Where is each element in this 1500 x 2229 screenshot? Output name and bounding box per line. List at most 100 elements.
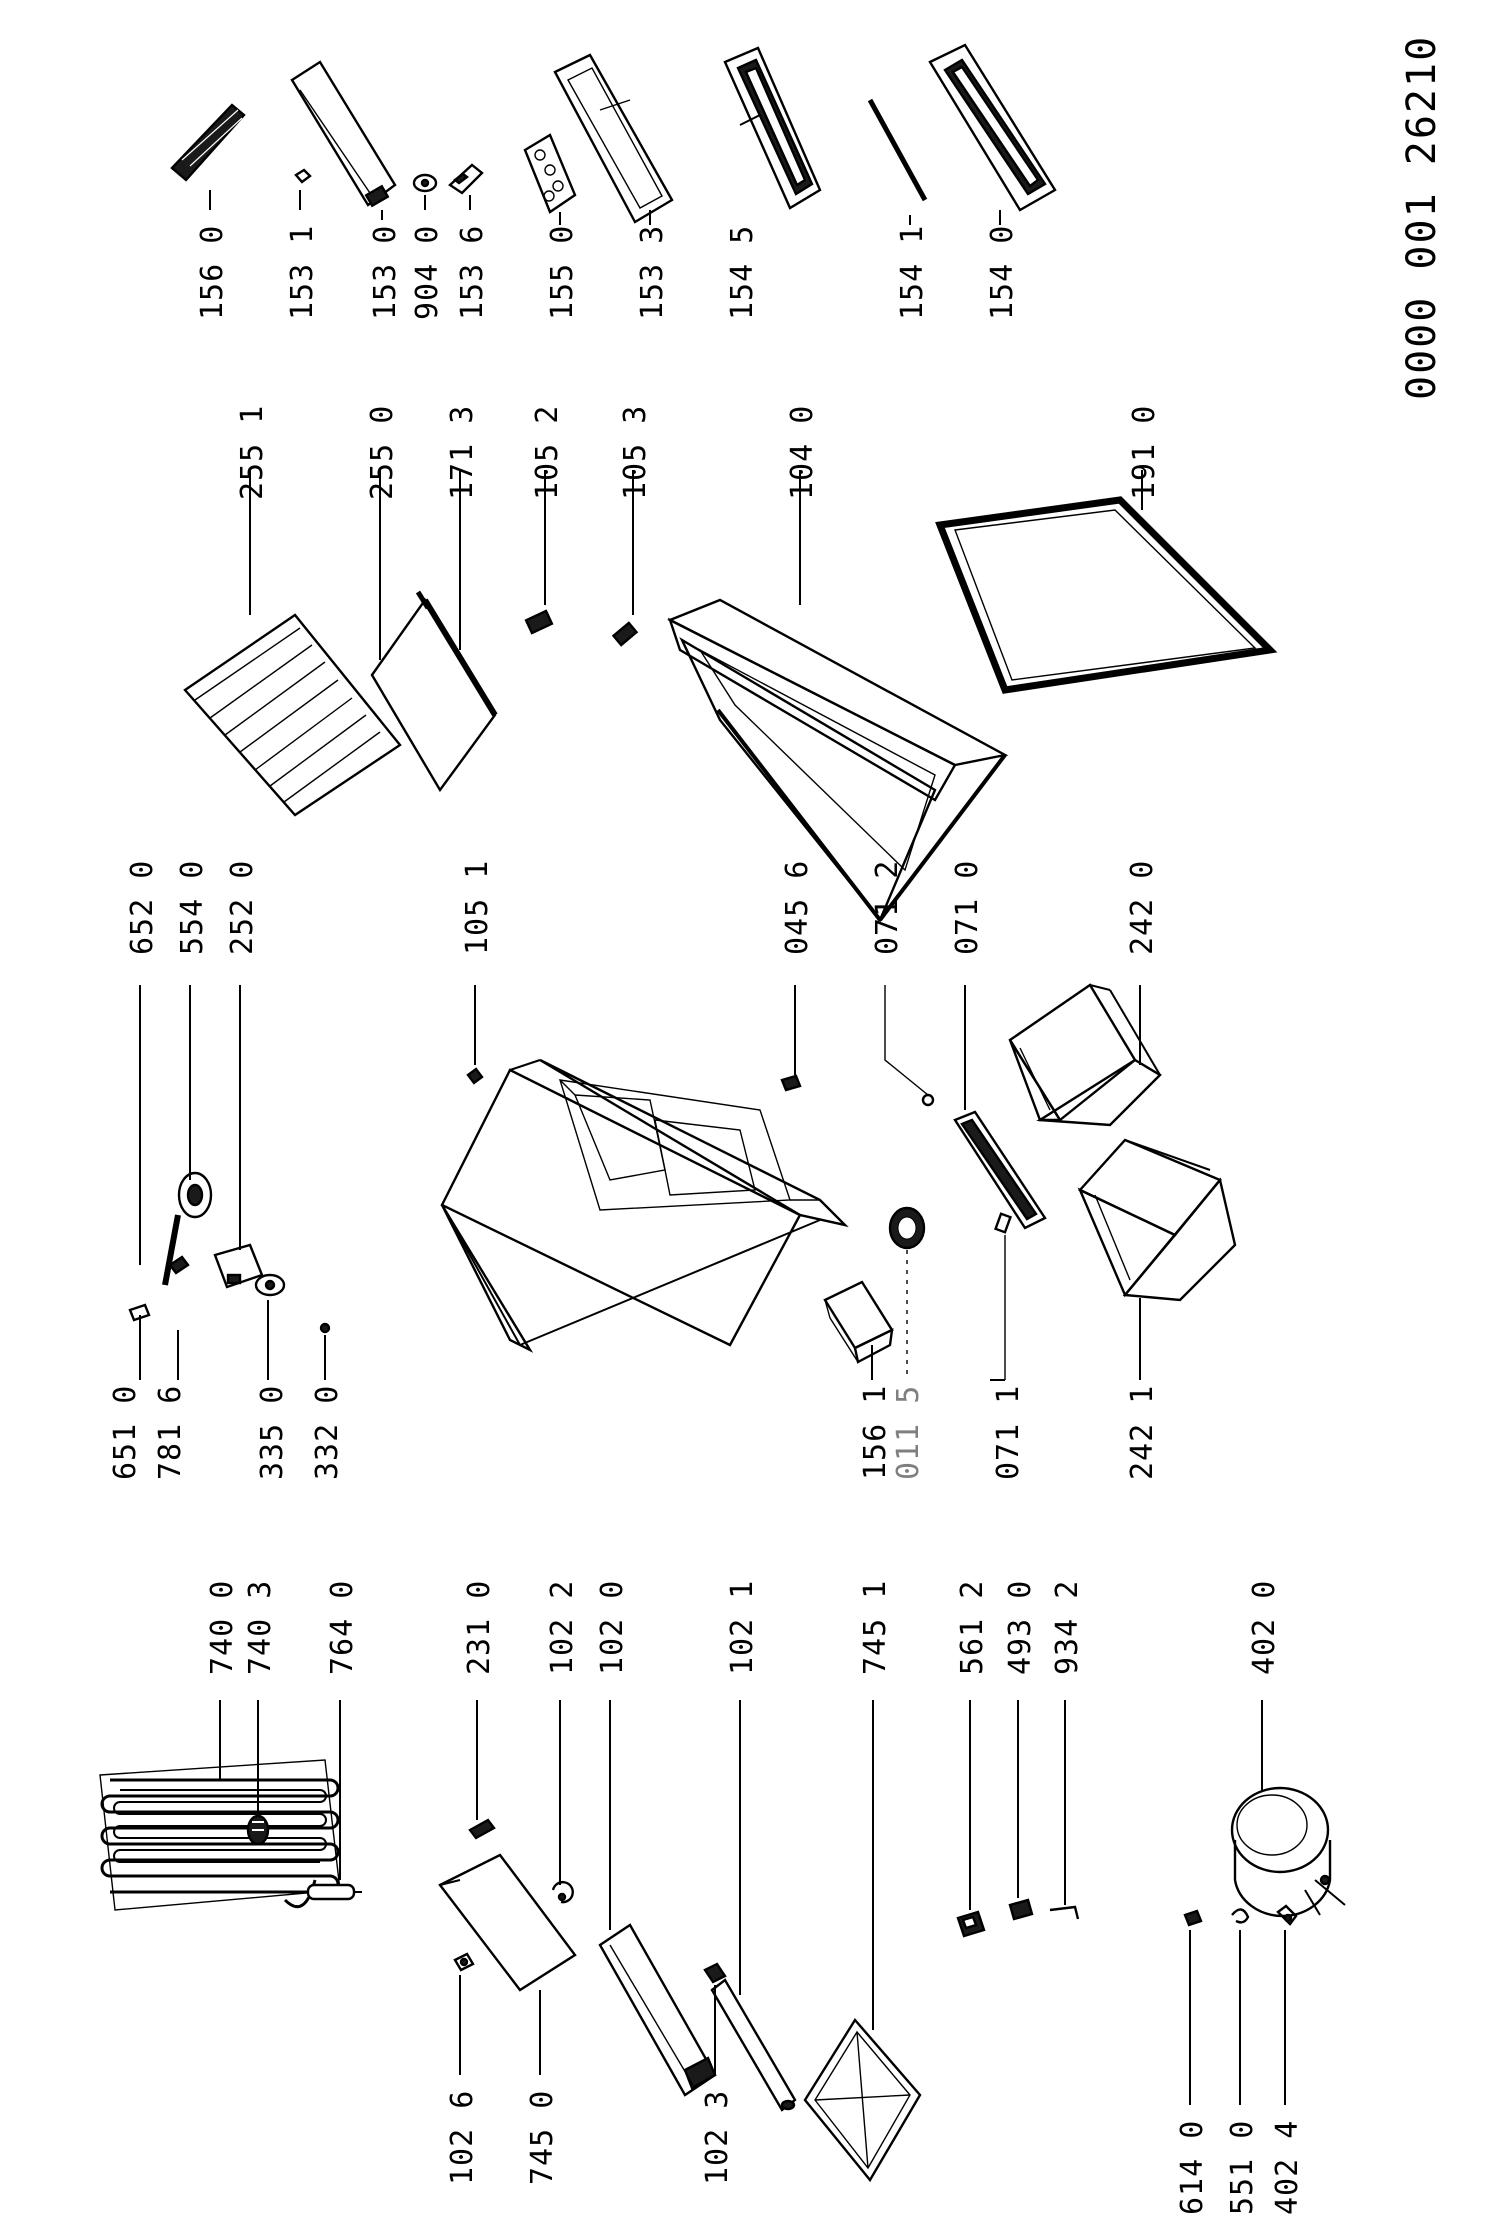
part-label-781-6: 781 6	[153, 1385, 188, 1480]
dryer-filter-part	[300, 1883, 362, 1901]
part-label-105-2: 105 2	[530, 405, 565, 500]
part-label-255-0: 255 0	[365, 405, 400, 500]
evaporator-plate-part	[438, 1853, 577, 1992]
part-label-102-3: 102 3	[700, 2090, 735, 2185]
part-label-651-0: 651 0	[108, 1385, 143, 1480]
overload-protector-part	[1008, 1898, 1034, 1921]
lamp-socket-part	[453, 1952, 475, 1972]
part-label-071-1: 071 1	[991, 1385, 1026, 1480]
part-label-102-6: 102 6	[445, 2090, 480, 2185]
ice-tray-part	[170, 103, 246, 182]
part-label-153-1: 153 1	[285, 225, 320, 320]
part-label-904-0: 904 0	[410, 225, 445, 320]
part-label-402-0: 402 0	[1247, 1580, 1282, 1675]
clip-part	[448, 163, 484, 195]
part-label-652-0: 652 0	[125, 860, 160, 955]
evaporator-clip-part	[468, 1818, 496, 1840]
door-gasket-part	[935, 496, 1278, 694]
part-label-154-1: 154 1	[895, 225, 930, 320]
handle-rail-part	[953, 1110, 1047, 1230]
part-label-105-1: 105 1	[460, 860, 495, 955]
defrost-tray-part	[803, 2017, 922, 2183]
part-label-171-3: 171 3	[445, 405, 480, 500]
bottle-shelf-part	[723, 46, 822, 210]
cooling-system-group: 740 0 740 3 764 0 231 0	[99, 1580, 1346, 2215]
part-label-045-6: 045 6	[780, 860, 815, 955]
clip-small-part	[994, 1212, 1012, 1234]
part-label-764-0: 764 0	[325, 1580, 360, 1675]
door-frame-part	[667, 598, 1009, 923]
plug-part	[921, 1093, 935, 1107]
egg-tray-part	[523, 133, 577, 214]
grommet-bush-part	[1183, 1909, 1203, 1927]
part-label-102-0: 102 0	[595, 1580, 630, 1675]
relay-part	[956, 1910, 986, 1938]
bracket-right-part	[611, 621, 639, 647]
part-label-071-2: 071 2	[870, 860, 905, 955]
part-label-493-0: 493 0	[1003, 1580, 1038, 1675]
part-label-102-1: 102 1	[725, 1580, 760, 1675]
part-label-156-1: 156 1	[858, 1385, 893, 1480]
part-label-231-0: 231 0	[462, 1580, 497, 1675]
part-label-934-2: 934 2	[1050, 1580, 1085, 1675]
part-label-154-0: 154 0	[985, 225, 1020, 320]
part-label-104-0: 104 0	[785, 405, 820, 500]
part-label-255-1: 255 1	[235, 405, 270, 500]
spring-clip-part	[1231, 1908, 1250, 1924]
part-label-154-5: 154 5	[725, 225, 760, 320]
washer-part	[412, 173, 438, 193]
retaining-bar-part	[867, 98, 928, 202]
part-label-740-0: 740 0	[205, 1580, 240, 1675]
part-label-402-4: 402 4	[1270, 2120, 1305, 2215]
compressor-part	[1230, 1786, 1346, 1918]
grommet-part	[246, 1814, 270, 1846]
part-label-071-0: 071 0	[950, 860, 985, 955]
small-box-part	[823, 1280, 894, 1364]
part-label-554-0: 554 0	[175, 860, 210, 955]
part-label-561-2: 561 2	[955, 1580, 990, 1675]
lamp-cover-part	[703, 1962, 727, 1984]
part-label-242-0: 242 0	[1125, 860, 1160, 955]
pin-part	[294, 168, 312, 184]
shelves-and-door-group: 255 1 255 0 171 3 105 2 105 3	[183, 405, 1278, 923]
thermostat-cluster	[128, 1171, 331, 1334]
part-label-252-0: 252 0	[225, 860, 260, 955]
glass-shelf-part	[370, 590, 498, 793]
part-label-242-1: 242 1	[1125, 1385, 1160, 1480]
part-label-335-0: 335 0	[255, 1385, 290, 1480]
part-label-153-3: 153 3	[635, 225, 670, 320]
cabinet-box-part	[440, 1058, 849, 1353]
part-label-332-0: 332 0	[310, 1385, 345, 1480]
part-label-105-3: 105 3	[618, 405, 653, 500]
drip-tray-part	[598, 1923, 717, 2097]
part-label-011-5: 011 5	[891, 1385, 926, 1480]
part-label-156-0: 156 0	[195, 225, 230, 320]
wire-shelf-part	[183, 613, 402, 817]
part-label-745-0: 745 0	[525, 2090, 560, 2185]
part-label-102-2: 102 2	[545, 1580, 580, 1675]
crisper-large-part	[1077, 1138, 1237, 1302]
condenser-coil-part	[99, 1759, 341, 1911]
crisper-small-part	[1008, 983, 1162, 1127]
disc-part	[888, 1206, 926, 1250]
document-number: 0000 001 26210	[1399, 35, 1445, 400]
egg-shelf-part	[290, 60, 397, 208]
large-door-shelf-part	[928, 43, 1057, 212]
hinge-pin-part	[780, 1074, 802, 1092]
part-label-153-0: 153 0	[368, 225, 403, 320]
door-shelf-part	[553, 53, 674, 224]
part-label-153-6: 153 6	[455, 225, 490, 320]
part-label-614-0: 614 0	[1175, 2120, 1210, 2215]
clamp-part	[551, 1880, 574, 1904]
mounting-kit-part	[1276, 1904, 1298, 1926]
screw-part	[466, 1067, 484, 1085]
bracket-left-part	[524, 609, 554, 635]
part-label-745-1: 745 1	[858, 1580, 893, 1675]
part-label-191-0: 191 0	[1127, 405, 1162, 500]
part-label-155-0: 155 0	[545, 225, 580, 320]
trim-strip-part	[710, 1978, 797, 2112]
door-accessories-group: 156 0 153 1 153 0 904 0 153 6	[170, 43, 1057, 320]
cabinet-group: 652 0 554 0 252 0 651 0 781 6 335 0 332 …	[108, 860, 1237, 1480]
part-label-551-0: 551 0	[1225, 2120, 1260, 2215]
